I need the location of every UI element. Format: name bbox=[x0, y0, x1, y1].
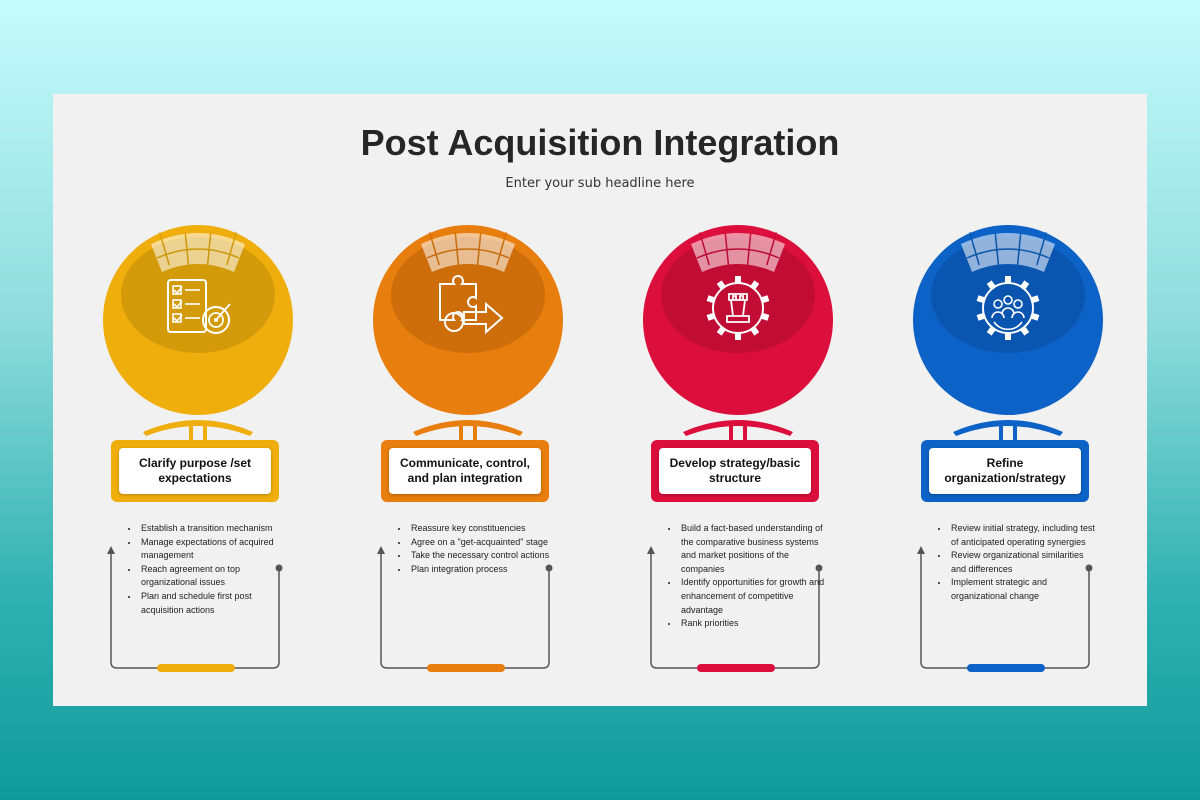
list-item: Reassure key constituencies bbox=[409, 522, 561, 536]
list-item: Implement strategic and organizational c… bbox=[949, 576, 1101, 603]
page-title: Post Acquisition Integration bbox=[360, 122, 840, 163]
accent-bar bbox=[697, 664, 775, 672]
step-label-box: Clarify purpose /set expectations bbox=[111, 440, 279, 502]
highlight-grid bbox=[691, 231, 785, 272]
up-arrow-icon bbox=[917, 546, 925, 554]
list-item: Establish a transition mechanism bbox=[139, 522, 291, 536]
team-gear-icon bbox=[976, 276, 1040, 340]
bullet-frame bbox=[917, 546, 1093, 672]
list-item: Agree on a "get-acquainted" stage bbox=[409, 536, 561, 550]
chess-rook-gear-icon bbox=[706, 276, 770, 340]
bullet-frame bbox=[377, 546, 553, 672]
slide: Post Acquisition Integration Enter your … bbox=[53, 94, 1147, 706]
globe-stand bbox=[683, 420, 793, 436]
list-item: Plan and schedule first post acquisition… bbox=[139, 590, 291, 617]
globe-inner-shade bbox=[391, 237, 545, 353]
step-bullet-list: Reassure key constituencies Agree on a "… bbox=[393, 522, 561, 576]
bullet-frame bbox=[647, 546, 823, 672]
step-label: Clarify purpose /set expectations bbox=[119, 448, 271, 494]
list-item: Review organizational similarities and d… bbox=[949, 549, 1101, 576]
globe-inner-shade bbox=[931, 237, 1085, 353]
step-bullet-list: Review initial strategy, including test … bbox=[933, 522, 1101, 604]
list-item: Manage expectations of acquired manageme… bbox=[139, 536, 291, 563]
globe-stand bbox=[143, 420, 253, 436]
highlight-grid bbox=[961, 231, 1055, 272]
page-subtitle: Enter your sub headline here bbox=[505, 176, 695, 191]
step-column-4: Refine organization/strategy Review init… bbox=[913, 224, 1113, 694]
globe-graphic bbox=[103, 225, 293, 444]
step-column-3: Develop strategy/basic structure Build a… bbox=[643, 224, 843, 694]
bracket-dot bbox=[275, 564, 283, 572]
bracket-dot bbox=[545, 564, 553, 572]
accent-bar bbox=[967, 664, 1045, 672]
accent-bar bbox=[427, 664, 505, 672]
globe-stand bbox=[413, 420, 523, 436]
puzzle-arrow-icon bbox=[439, 275, 504, 335]
step-label: Communicate, control, and plan integrati… bbox=[389, 448, 541, 494]
up-arrow-icon bbox=[107, 546, 115, 554]
step-label: Develop strategy/basic structure bbox=[659, 448, 811, 494]
bullet-frame bbox=[107, 546, 283, 672]
globe-graphic bbox=[373, 225, 563, 444]
globe-stand bbox=[953, 420, 1063, 436]
step-label-box: Develop strategy/basic structure bbox=[651, 440, 819, 502]
step-column-1: Clarify purpose /set expectations Establ… bbox=[103, 224, 303, 694]
step-column-2: Communicate, control, and plan integrati… bbox=[373, 224, 573, 694]
step-bullet-list: Build a fact-based understanding of the … bbox=[663, 522, 831, 631]
bracket-dot bbox=[1085, 564, 1093, 572]
list-item: Review initial strategy, including test … bbox=[949, 522, 1101, 549]
list-item: Plan integration process bbox=[409, 563, 561, 577]
list-item: Reach agreement on top organizational is… bbox=[139, 563, 291, 590]
highlight-grid bbox=[421, 231, 515, 272]
globe-graphic bbox=[913, 225, 1103, 444]
list-item: Identify opportunities for growth and en… bbox=[679, 576, 831, 617]
step-label-box: Communicate, control, and plan integrati… bbox=[381, 440, 549, 502]
step-label-box: Refine organization/strategy bbox=[921, 440, 1089, 502]
up-arrow-icon bbox=[377, 546, 385, 554]
step-label: Refine organization/strategy bbox=[929, 448, 1081, 494]
list-item: Build a fact-based understanding of the … bbox=[679, 522, 831, 576]
globe-graphic bbox=[643, 225, 833, 444]
globe-inner-shade bbox=[661, 237, 815, 353]
list-item: Rank priorities bbox=[679, 617, 831, 631]
list-item: Take the necessary control actions bbox=[409, 549, 561, 563]
bracket-dot bbox=[815, 564, 823, 572]
step-bullet-list: Establish a transition mechanism Manage … bbox=[123, 522, 291, 617]
checklist-target-icon bbox=[167, 279, 231, 334]
highlight-grid bbox=[151, 231, 245, 272]
globe-inner-shade bbox=[121, 237, 275, 353]
up-arrow-icon bbox=[647, 546, 655, 554]
accent-bar bbox=[157, 664, 235, 672]
